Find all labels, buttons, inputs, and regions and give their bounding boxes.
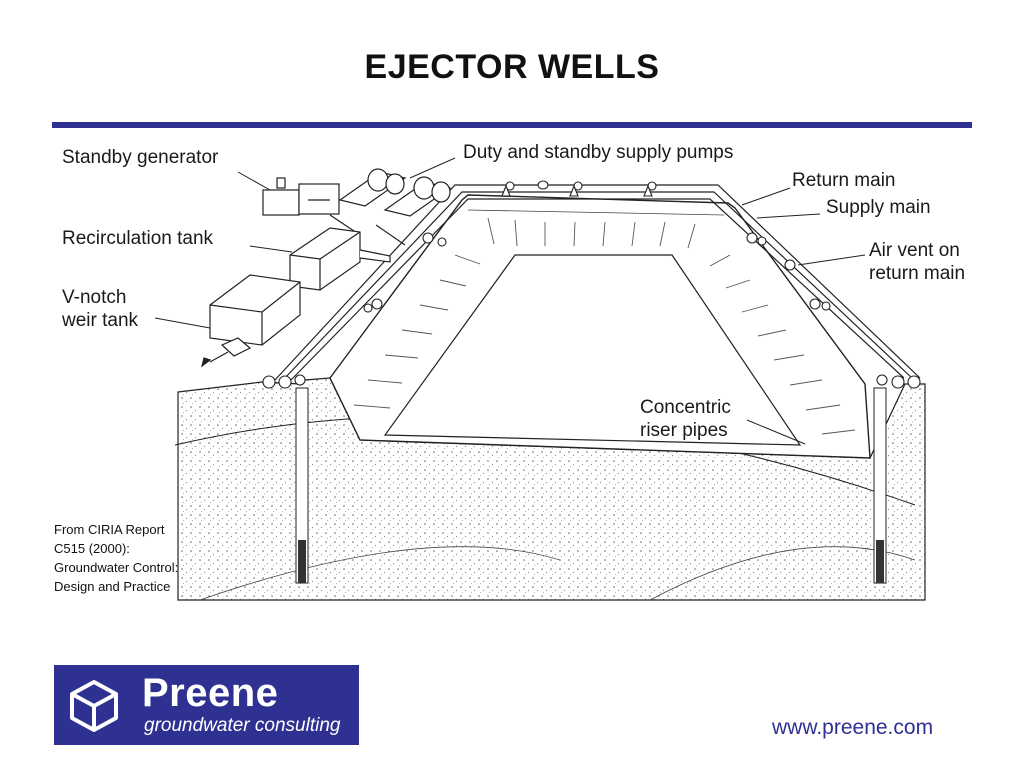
label-recirculation-tank: Recirculation tank: [62, 228, 214, 249]
preene-logo: Preene groundwater consulting: [54, 665, 359, 745]
label-standby-generator: Standby generator: [62, 147, 219, 168]
credit-line: From CIRIA Report: [54, 522, 165, 537]
label-weir-tank: weir tank: [62, 310, 139, 331]
wellheads: [262, 180, 921, 389]
label-vnotch: V-notch: [62, 287, 127, 308]
label-supply-pumps: Duty and standby supply pumps: [463, 142, 734, 163]
label-air-vent: Air vent on: [869, 240, 960, 261]
label-return-main-2: return main: [869, 263, 966, 284]
credit-line: Design and Practice: [54, 579, 171, 594]
recirculation-tank: [289, 227, 391, 291]
logo-tagline: groundwater consulting: [144, 715, 341, 736]
credit-line: Groundwater Control:: [54, 560, 179, 575]
slide-title: EJECTOR WELLS: [364, 48, 660, 86]
well-casing-right: [873, 387, 887, 584]
ring-main-pipes: [274, 184, 921, 381]
leader-lines: [154, 157, 866, 445]
excavation-pit: [329, 194, 871, 459]
well-casing-left: [295, 387, 309, 584]
standby-generator: [262, 177, 340, 216]
ejector-well-diagram: [154, 157, 926, 601]
logo-name: Preene: [142, 671, 279, 715]
source-credit: From CIRIA Report C515 (2000): Groundwat…: [54, 520, 178, 596]
label-return-main: Return main: [792, 170, 896, 191]
label-riser-pipes: riser pipes: [640, 420, 728, 441]
label-concentric: Concentric: [640, 397, 731, 418]
title-divider: [52, 122, 972, 128]
credit-line: C515 (2000):: [54, 541, 130, 556]
cube-icon: [70, 680, 118, 732]
website-url[interactable]: www.preene.com: [772, 716, 934, 739]
label-supply-main: Supply main: [826, 197, 931, 218]
vnotch-weir-tank: [201, 274, 301, 368]
